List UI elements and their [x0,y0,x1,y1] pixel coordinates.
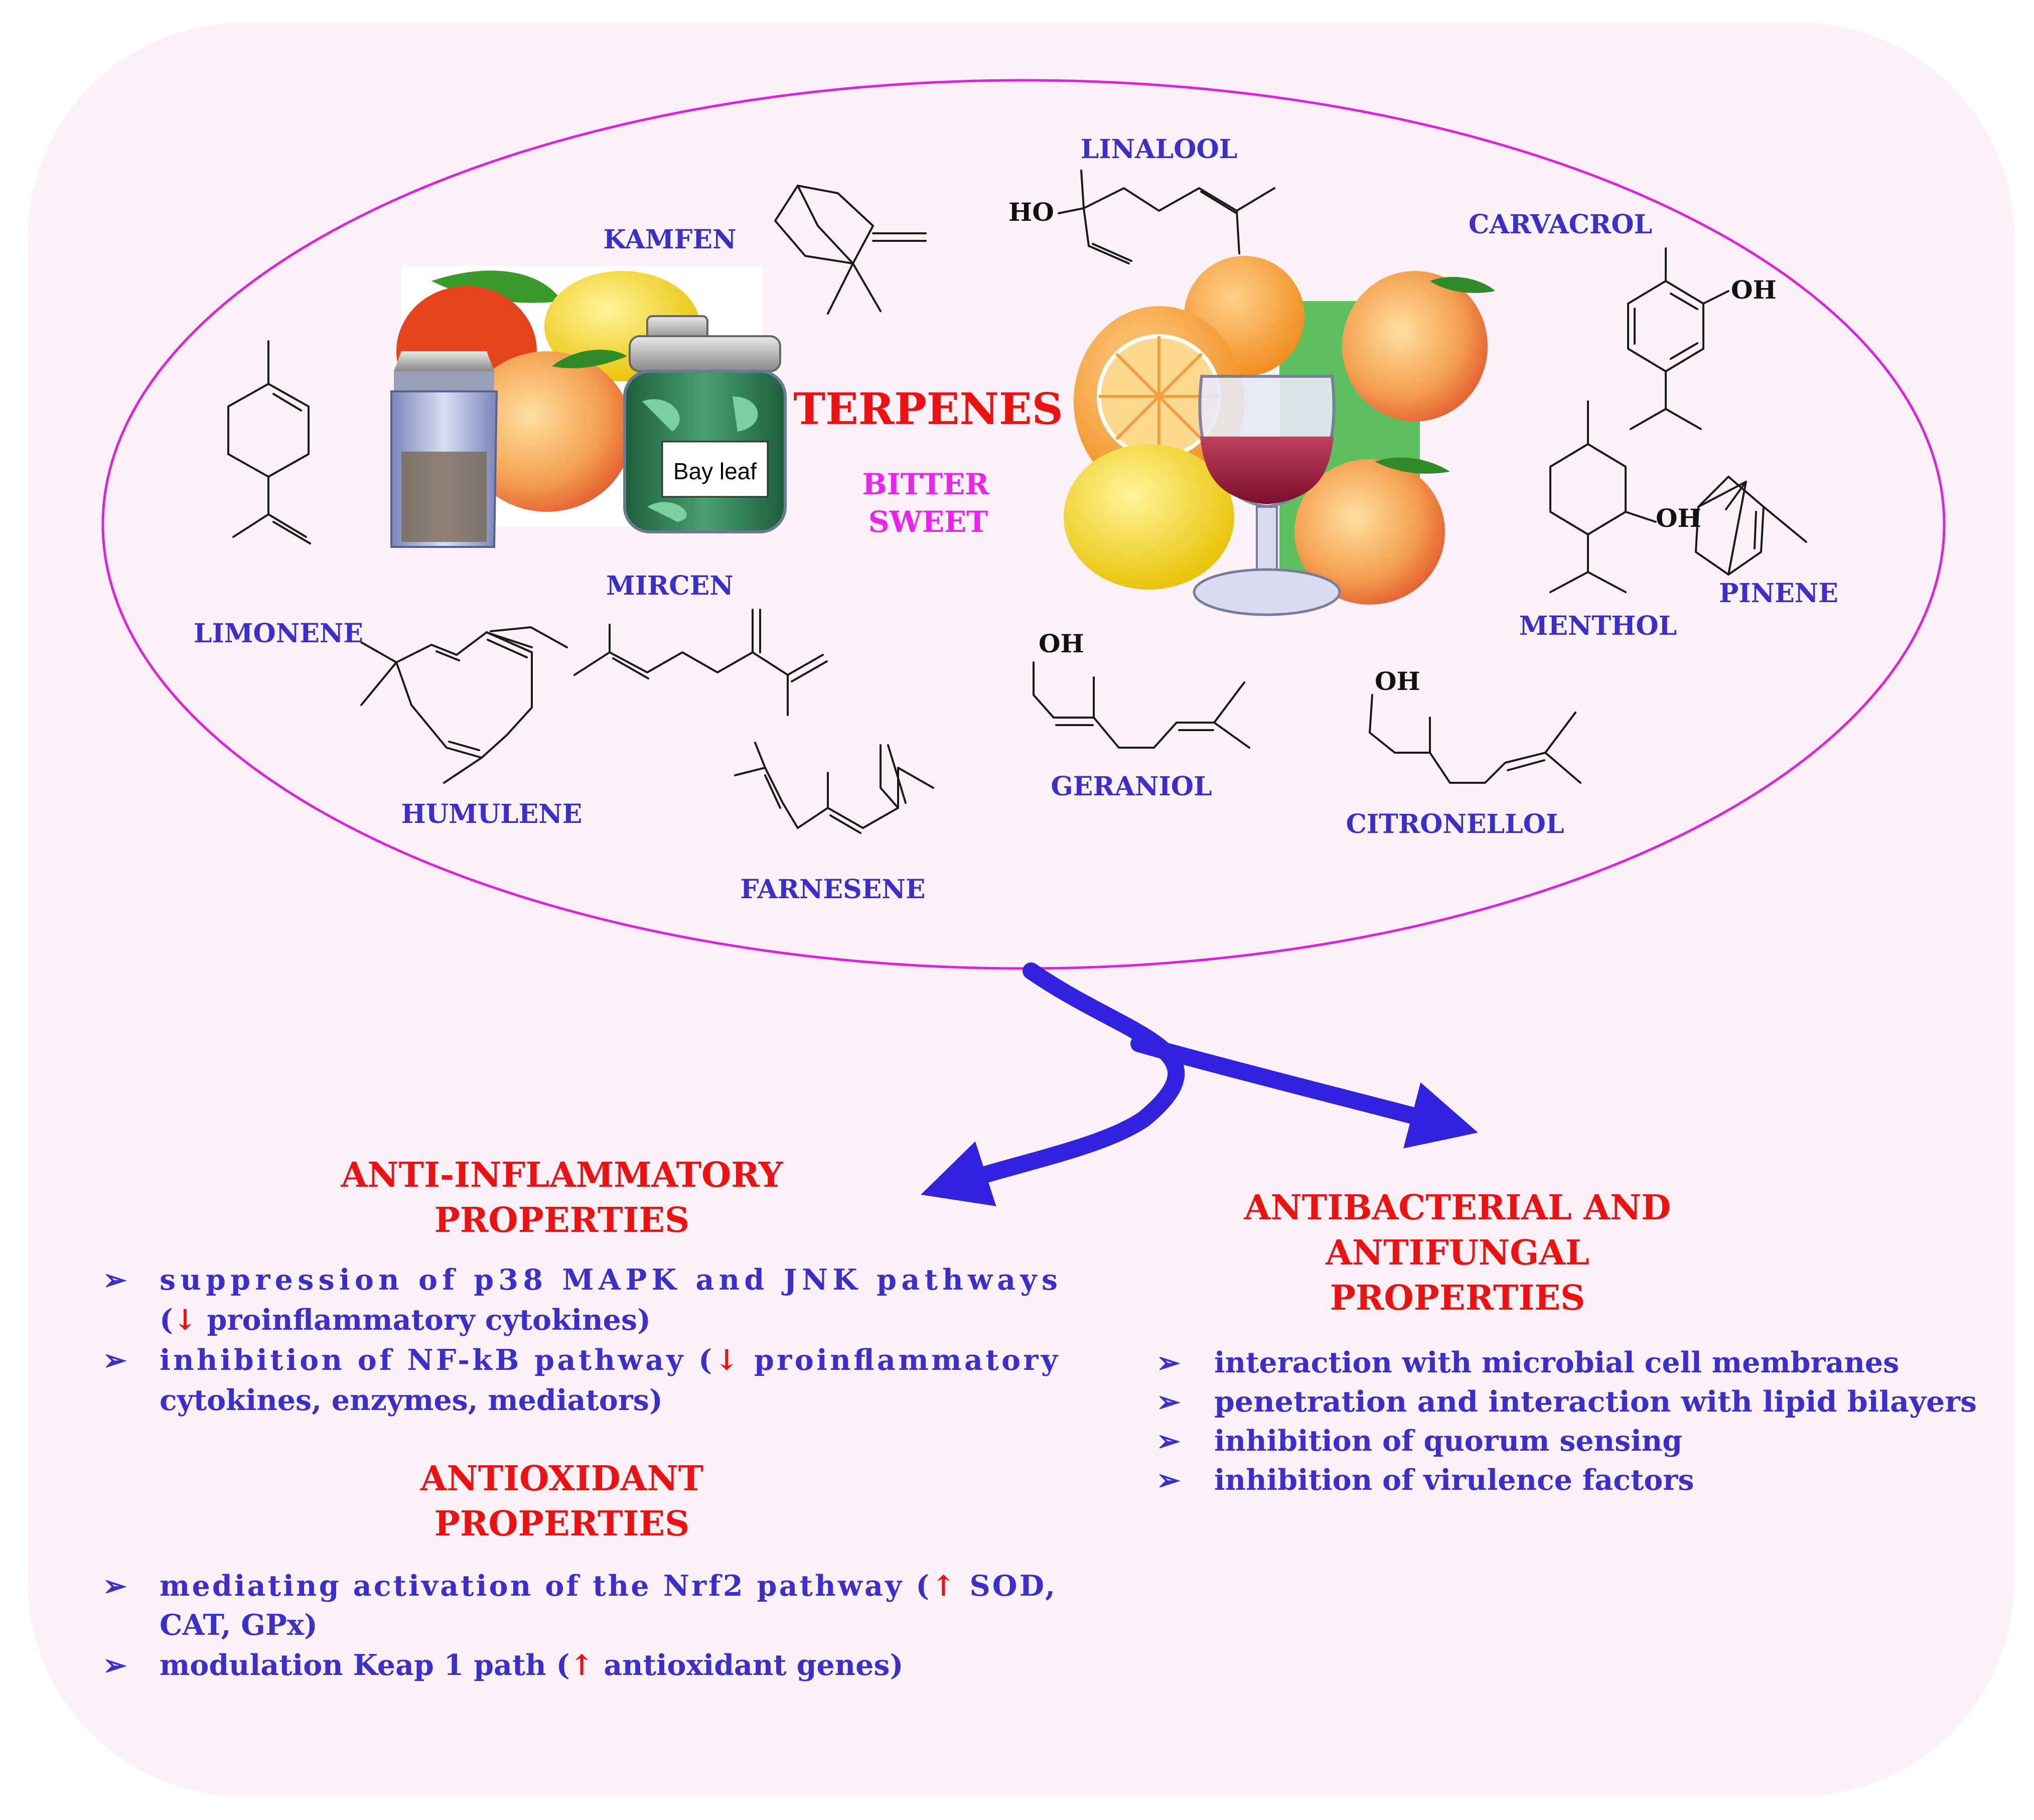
antioxidant-bullet-2: ➢ [103,1648,127,1682]
anti-inflammatory-item-1-line-2: (↓ proinflammatory cytokines) [160,1303,651,1337]
geraniol-structure [1033,661,1250,749]
kamfen-label: KAMFEN [603,224,736,255]
antioxidant-item-1-line-2: CAT, GPx) [160,1608,318,1642]
linalool-ho-label: HO [1008,197,1054,227]
antibacterial-item-3: inhibition of quorum sensing [1214,1424,1682,1458]
citronellol-label: CITRONELLOL [1346,809,1564,839]
anti-inflammatory-item-1-line-1: suppression of p38 MAPK and JNK pathways [160,1263,1058,1297]
chemical-structures [227,170,1807,834]
taste-sweet: SWEET [868,505,988,539]
geraniol-label: GERANIOL [1051,771,1212,802]
down-arrow-icon: ↓ [173,1303,197,1337]
mircen-structure [573,609,828,716]
limonene-label: LIMONENE [194,618,363,649]
antioxidant-heading-2: PROPERTIES [434,1504,690,1544]
menthol-label: MENTHOL [1519,611,1677,641]
linalool-label: LINALOOL [1081,134,1237,165]
arrows [921,962,1478,1206]
pinene-structure [1695,476,1807,576]
citronellol-oh-label: OH [1375,666,1420,696]
farnesene-structure [734,742,934,834]
arrow-to-antibacterial [1130,1035,1478,1149]
antibacterial-heading-1: ANTIBACTERIAL AND [1244,1188,1671,1228]
humulene-structure [360,626,568,784]
menthol-structure [1549,400,1657,593]
antibacterial-heading-3: PROPERTIES [1330,1278,1585,1318]
down-arrow-icon: ↓ [715,1343,739,1377]
background-panel [28,23,2014,1796]
anti-inflammatory-item-2-line-2: cytokines, enzymes, mediators) [160,1383,663,1417]
carvacrol-label: CARVACROL [1469,209,1652,240]
kamfen-structure [774,185,927,315]
antibacterial-bullet-1: ➢ [1156,1346,1181,1379]
anti-inflammatory-bullet-2: ➢ [103,1343,127,1377]
antioxidant-item-2-line-1: modulation Keap 1 path (↑ antioxidant ge… [160,1648,904,1682]
linalool-structure [1058,170,1275,264]
anti-inflammatory-bullet-1: ➢ [103,1263,127,1297]
anti-inflammatory-item-2-line-1: inhibition of NF-kB pathway (↓ proinflam… [160,1343,1059,1377]
spices-fruits-illustration: Bay leaf [390,266,787,548]
antibacterial-bullet-4: ➢ [1156,1463,1181,1497]
antibacterial-item-1: interaction with microbial cell membrane… [1214,1346,1899,1379]
humulene-label: HUMULENE [401,799,583,829]
antioxidant-heading-1: ANTIOXIDANT [420,1459,703,1499]
antibacterial-bullet-2: ➢ [1156,1385,1181,1419]
citronellol-structure [1369,694,1581,784]
antibacterial-item-2: penetration and interaction with lipid b… [1214,1385,1977,1419]
menthol-oh-label: OH [1656,503,1701,533]
up-arrow-icon: ↑ [932,1569,956,1603]
fruits-wine-illustration [1064,256,1495,616]
geraniol-oh-label: OH [1039,629,1084,658]
anti-inflammatory-heading-2: PROPERTIES [434,1200,690,1240]
terpenes-title: TERPENES [793,384,1063,435]
bay-leaf-label: Bay leaf [673,458,757,484]
limonene-structure [227,340,311,544]
arrow-to-anti-inflammatory [921,962,1185,1206]
up-arrow-icon: ↑ [570,1648,594,1682]
mircen-label: MIRCEN [606,571,734,601]
antibacterial-item-4: inhibition of virulence factors [1214,1463,1694,1497]
antioxidant-bullet-1: ➢ [103,1569,127,1603]
carvacrol-structure [1627,247,1729,430]
antibacterial-heading-2: ANTIFUNGAL [1325,1233,1589,1273]
antibacterial-bullet-3: ➢ [1156,1424,1181,1458]
farnesene-label: FARNESENE [741,874,926,905]
anti-inflammatory-heading-1: ANTI-INFLAMMATORY [341,1155,784,1195]
pinene-label: PINENE [1719,578,1838,609]
taste-bitter: BITTER [862,467,990,501]
carvacrol-oh-label: OH [1731,275,1777,305]
